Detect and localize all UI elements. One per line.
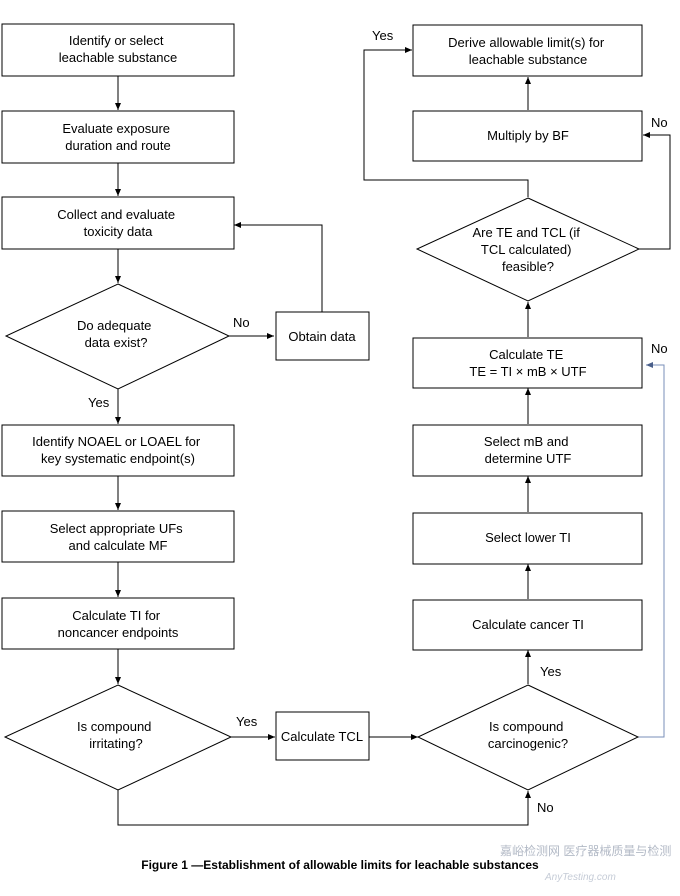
text-identify-noael: Identify NOAEL or LOAEL for key systemat… [32, 434, 204, 466]
arrow-feasible-yes-to-derive [363, 47, 529, 197]
decision-compound-irritating [3, 684, 233, 791]
label-yes-irritating: Yes [236, 714, 258, 729]
box-calculate-te [412, 337, 643, 389]
box-collect-toxicity [1, 196, 235, 250]
figure-caption: Figure 1 —Establishment of allowable lim… [141, 858, 539, 872]
label-yes-feasible: Yes [372, 28, 394, 43]
text-adequate-data: Do adequate data exist? [77, 318, 155, 350]
box-select-ufs [1, 510, 235, 563]
label-no-irritating: No [537, 800, 554, 815]
label-no-feasible: No [651, 115, 668, 130]
label-yes-adequate-data: Yes [88, 395, 110, 410]
watermark-site: AnyTesting.com [545, 872, 616, 883]
box-obtain-data [275, 311, 370, 361]
label-yes-carcinogenic: Yes [540, 664, 562, 679]
box-calculate-cancer-ti [412, 599, 643, 651]
box-calculate-ti [1, 597, 235, 650]
text-compound-carcinogenic: Is compound carcinogenic? [488, 719, 568, 751]
text-select-ufs: Select appropriate UFs and calculate MF [50, 521, 187, 553]
text-compound-irritating: Is compound irritating? [77, 719, 155, 751]
text-calculate-cancer-ti: Calculate cancer TI [472, 617, 584, 632]
text-select-lower-ti: Select lower TI [485, 530, 571, 545]
decision-te-tcl-feasible [415, 197, 641, 302]
text-collect-toxicity: Collect and evaluate toxicity data [57, 207, 178, 239]
arrow-irritating-no-to-carcinogenic [117, 790, 531, 826]
text-calculate-tcl: Calculate TCL [281, 729, 363, 744]
box-evaluate-exposure [1, 110, 235, 164]
text-derive-limits: Derive allowable limit(s) for leachable … [448, 35, 608, 67]
text-select-mb: Select mB and determine UTF [484, 434, 572, 466]
box-derive-limits [412, 24, 643, 77]
decision-adequate-data [4, 283, 231, 390]
text-multiply-bf: Multiply by BF [487, 128, 569, 143]
arrow-feasible-no-to-bf [639, 132, 671, 250]
text-obtain-data: Obtain data [288, 329, 356, 344]
text-evaluate-exposure: Evaluate exposure duration and route [62, 121, 173, 153]
label-no-carcinogenic: No [651, 341, 668, 356]
box-identify-substance [1, 23, 235, 77]
box-select-lower-ti [412, 512, 643, 565]
arrow-obtain-to-collect [234, 222, 323, 312]
box-identify-noael [1, 424, 235, 477]
label-no-adequate-data: No [233, 315, 250, 330]
watermark-text: 嘉峪检测网 医疗器械质量与检测 [500, 844, 672, 858]
box-multiply-bf [412, 110, 643, 162]
box-select-mb [412, 424, 643, 477]
box-calculate-tcl [275, 711, 370, 761]
text-calculate-ti: Calculate TI for noncancer endpoints [58, 608, 179, 640]
text-identify-substance: Identify or select leachable substance [59, 33, 178, 65]
text-calculate-te: Calculate TE TE = TI × mB × UTF [469, 347, 586, 379]
decision-compound-carcinogenic [416, 684, 640, 791]
arrow-carcinogenic-no-to-te [638, 362, 665, 738]
text-te-tcl-feasible: Are TE and TCL (if TCL calculated) feasi… [472, 225, 583, 274]
